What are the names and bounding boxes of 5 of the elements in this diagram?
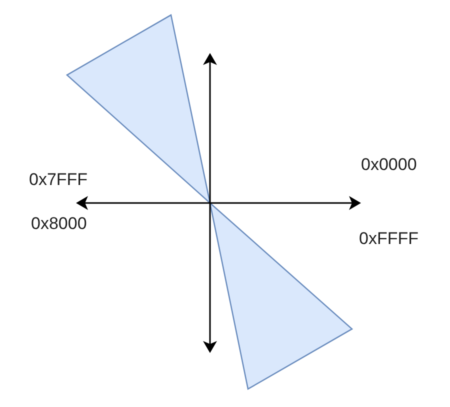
axis-label: 0xFFFF <box>359 229 418 249</box>
axis-label: 0x8000 <box>31 214 87 234</box>
axis-label: 0x0000 <box>361 155 417 175</box>
triangle <box>208 201 354 390</box>
axis-label: 0x7FFF <box>29 170 88 190</box>
